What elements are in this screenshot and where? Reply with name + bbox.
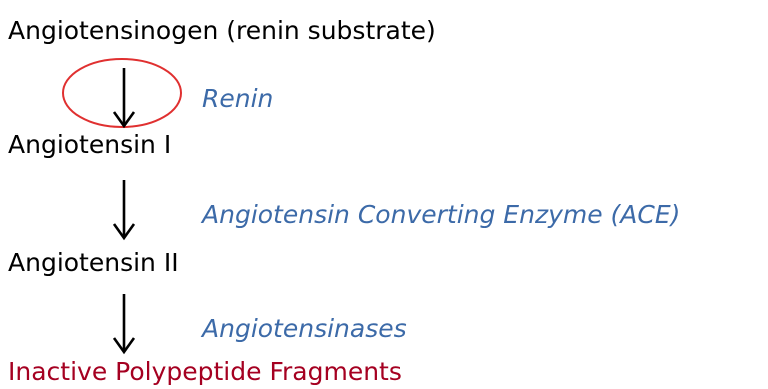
step-angiotensin-ii: Angiotensin II [8, 248, 179, 277]
enzyme-renin: Renin [202, 84, 274, 113]
arrow-down-icon [112, 294, 136, 355]
step-angiotensinogen: Angiotensinogen (renin substrate) [8, 16, 436, 45]
arrow-down-icon [112, 68, 136, 129]
step-inactive-fragments: Inactive Polypeptide Fragments [8, 357, 402, 386]
enzyme-ace: Angiotensin Converting Enzyme (ACE) [202, 200, 681, 229]
highlight-ring [62, 58, 182, 128]
arrow-down-icon [112, 180, 136, 241]
enzyme-angiotensinases: Angiotensinases [202, 314, 407, 343]
step-angiotensin-i: Angiotensin I [8, 130, 172, 159]
